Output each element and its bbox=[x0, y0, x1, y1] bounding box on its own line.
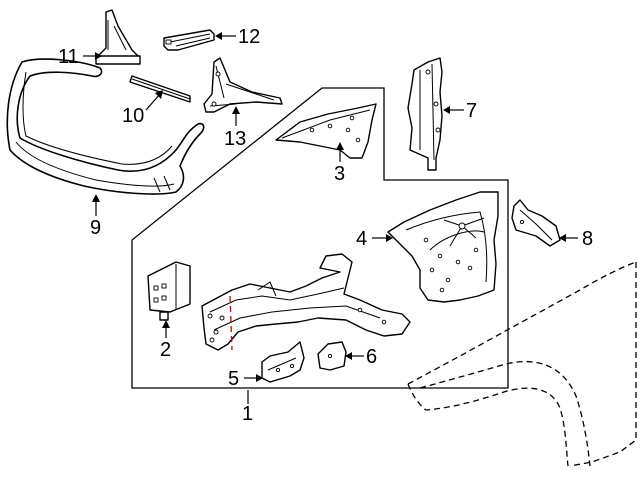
callout-4[interactable]: 4 bbox=[356, 228, 367, 250]
part-1-rail-assembly[interactable] bbox=[201, 253, 411, 351]
part-3-apron-extension[interactable] bbox=[275, 103, 377, 159]
part-4-wheelhouse[interactable] bbox=[387, 191, 499, 303]
callout-2[interactable]: 2 bbox=[160, 339, 171, 361]
leader-lines bbox=[83, 32, 578, 404]
fender-reference bbox=[407, 261, 637, 467]
callout-6[interactable]: 6 bbox=[366, 346, 377, 368]
callout-13[interactable]: 13 bbox=[224, 128, 246, 150]
callout-labels: 11 12 10 13 9 3 4 7 8 2 5 6 1 bbox=[58, 26, 593, 425]
part-13-brace[interactable] bbox=[203, 57, 283, 113]
part-2-plate[interactable] bbox=[147, 261, 191, 321]
assembly-outline bbox=[131, 87, 509, 389]
part-10-strip[interactable] bbox=[129, 75, 191, 103]
callout-3[interactable]: 3 bbox=[334, 163, 345, 185]
part-9-weatherstrip[interactable] bbox=[6, 58, 205, 195]
part-7-pillar-panel[interactable] bbox=[407, 57, 443, 171]
callout-12[interactable]: 12 bbox=[238, 26, 260, 48]
callout-7[interactable]: 7 bbox=[466, 100, 477, 122]
callout-8[interactable]: 8 bbox=[582, 228, 593, 250]
callout-11[interactable]: 11 bbox=[58, 46, 79, 68]
part-12-clip[interactable] bbox=[163, 29, 215, 51]
callout-10[interactable]: 10 bbox=[122, 105, 144, 127]
part-8-bracket[interactable] bbox=[511, 199, 561, 247]
part-11-bracket[interactable] bbox=[95, 9, 141, 65]
callout-1[interactable]: 1 bbox=[242, 403, 253, 425]
callout-5[interactable]: 5 bbox=[228, 368, 239, 390]
part-6-patch[interactable] bbox=[317, 341, 347, 371]
callout-9[interactable]: 9 bbox=[90, 217, 101, 239]
part-5-gusset[interactable] bbox=[261, 341, 305, 383]
